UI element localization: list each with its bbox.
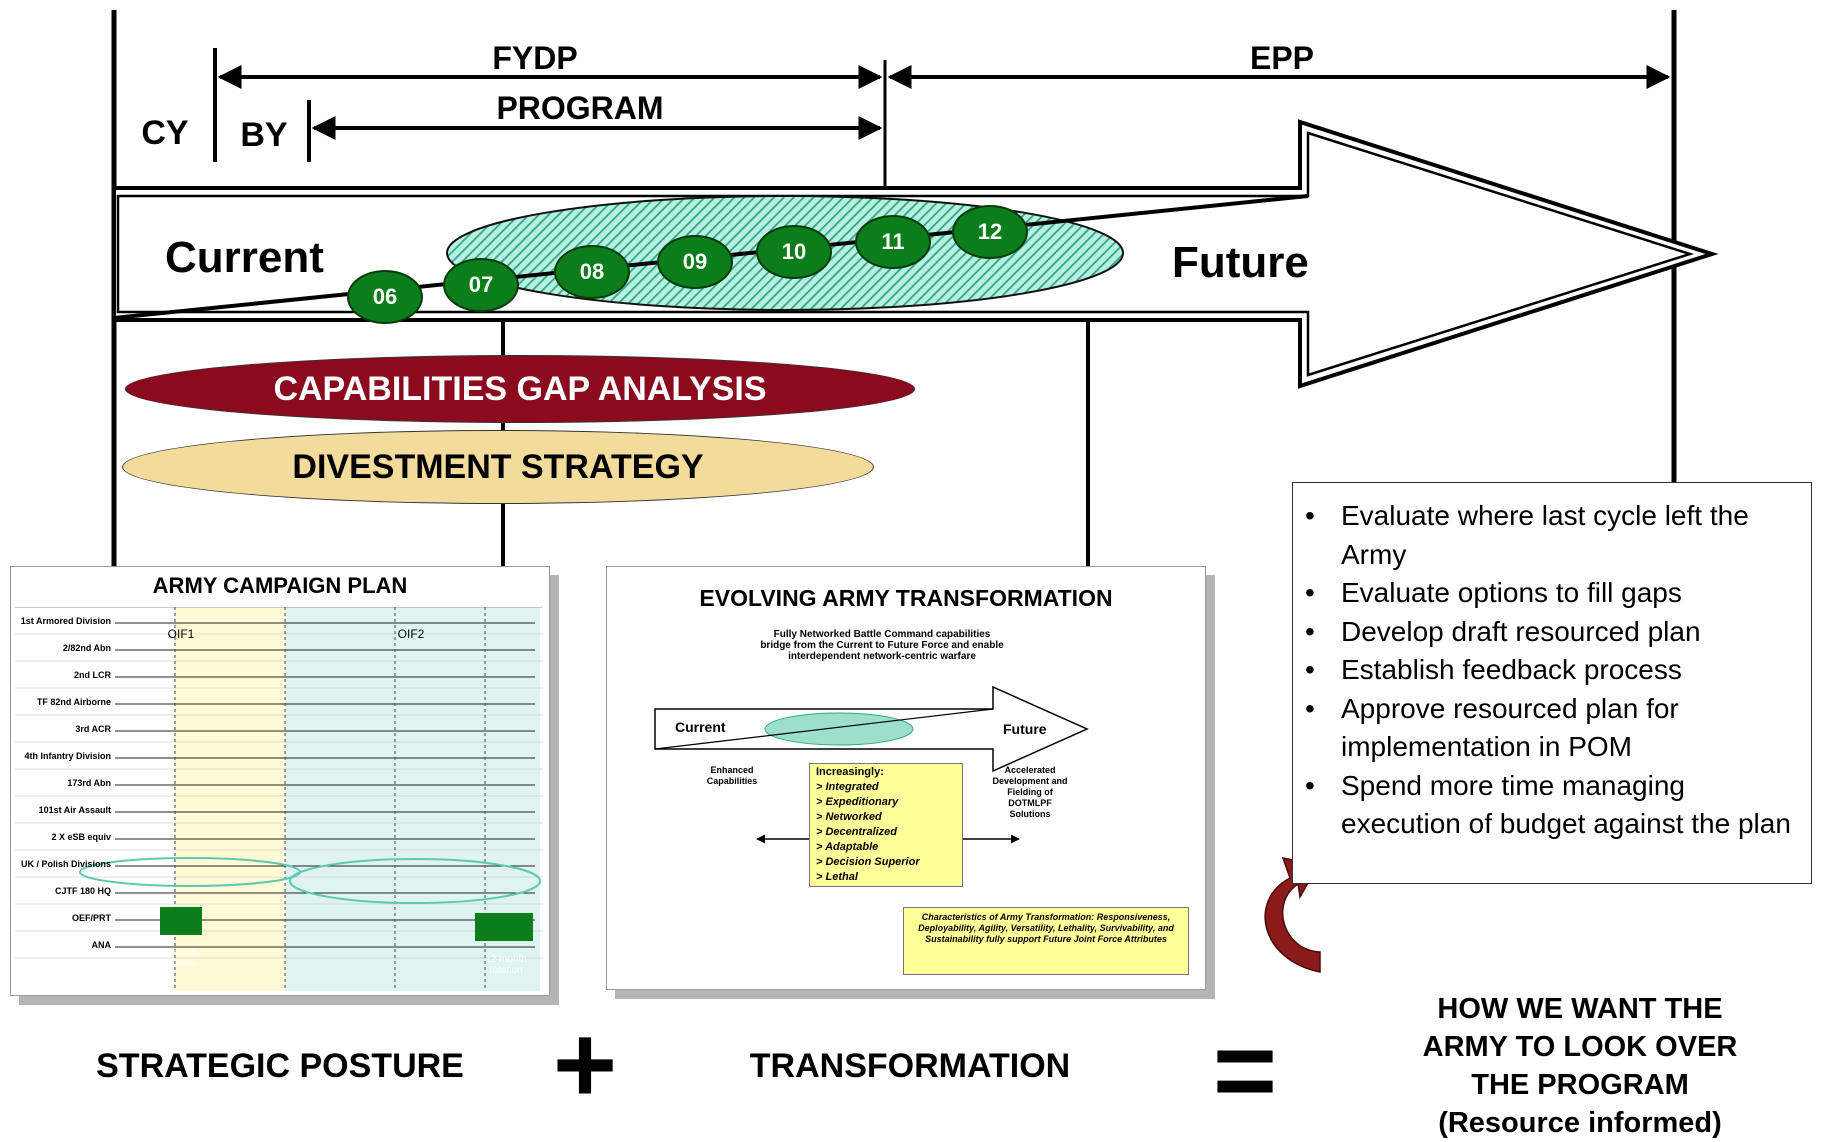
year-12-circle: 12 xyxy=(952,205,1028,259)
campaign-unit-label: 1st Armored Division xyxy=(20,616,111,626)
campaign-plan-chart xyxy=(15,607,543,991)
divestment-strategy-text: DIVESTMENT STRATEGY xyxy=(292,447,704,486)
epp-label: EPP xyxy=(1249,40,1315,76)
campaign-unit-label: 2nd LCR xyxy=(74,670,111,680)
campaign-unit-label: TF 82nd Airborne xyxy=(36,697,111,707)
by-label: BY xyxy=(240,116,288,154)
army-campaign-plan-panel: ARMY CAMPAIGN PLAN OIF1 OIF2 9 month rot… xyxy=(10,566,550,996)
campaign-unit-label: 4th Infantry Division xyxy=(24,751,111,761)
year-09-circle: 09 xyxy=(657,235,733,289)
campaign-unit-label: OEF/PRT xyxy=(71,913,111,923)
nine-month-rotation-label: 9 month rotation xyxy=(165,947,199,968)
campaign-unit-label: 2/82nd Abn xyxy=(62,643,111,653)
turn-arrow-icon xyxy=(1264,857,1321,973)
transformation-future-label: Future xyxy=(1003,721,1047,737)
bullet-item: Spend more time managing execution of bu… xyxy=(1305,767,1811,844)
campaign-unit-label: ANA xyxy=(91,940,112,950)
program-label: PROGRAM xyxy=(496,90,664,126)
capabilities-gap-analysis-text: CAPABILITIES GAP ANALYSIS xyxy=(273,369,767,408)
campaign-unit-label: 2 X eSB equiv xyxy=(51,832,111,842)
bullet-item: Evaluate options to fill gaps xyxy=(1305,574,1811,613)
bullet-item: Evaluate where last cycle left the Army xyxy=(1305,497,1811,574)
campaign-unit-label: 101st Air Assault xyxy=(38,805,111,815)
characteristics-box: Characteristics of Army Transformation: … xyxy=(903,907,1189,975)
transformation-title: EVOLVING ARMY TRANSFORMATION xyxy=(699,585,1113,611)
campaign-unit-label: 3rd ACR xyxy=(75,724,111,734)
year-07-circle: 07 xyxy=(443,258,519,312)
trait-item: > Decision Superior xyxy=(816,856,920,868)
campaign-plan-rows xyxy=(15,622,543,959)
action-bullets-box: Evaluate where last cycle left the Army … xyxy=(1292,482,1812,884)
result-line: THE PROGRAM xyxy=(1471,1069,1689,1101)
bullet-item: Develop draft resourced plan xyxy=(1305,613,1811,652)
bullet-item: Approve resourced plan for implementatio… xyxy=(1305,690,1811,767)
transformation-label: TRANSFORMATION xyxy=(749,1047,1071,1085)
trait-item: > Integrated xyxy=(816,781,879,793)
trait-list: > Integrated > Expeditionary > Networked > … xyxy=(816,780,920,885)
result-line: (Resource informed) xyxy=(1438,1107,1722,1139)
transformation-intro: Fully Networked Battle Command capabilit… xyxy=(760,629,1004,662)
year-10-circle: 10 xyxy=(756,225,832,279)
campaign-unit-label: CJTF 180 HQ xyxy=(54,886,111,896)
trait-item: > Networked xyxy=(816,811,882,823)
bullet-item: Establish feedback process xyxy=(1305,651,1811,690)
transformation-panel: EVOLVING ARMY TRANSFORMATION Fully Netwo… xyxy=(606,566,1206,990)
year-08-circle: 08 xyxy=(554,245,630,299)
increasingly-label: Increasingly: xyxy=(816,766,884,778)
fydp-label: FYDP xyxy=(492,40,578,76)
equals-sign: = xyxy=(1212,1009,1278,1132)
result-line: ARMY TO LOOK OVER xyxy=(1422,1031,1738,1063)
action-bullets-list: Evaluate where last cycle left the Army … xyxy=(1293,497,1811,844)
enhanced-capabilities-label: Enhanced Capabilities xyxy=(706,765,758,786)
trait-item: > Decentralized xyxy=(816,826,898,838)
transformation-current-label: Current xyxy=(675,719,726,735)
trait-item: > Expeditionary xyxy=(816,796,899,808)
current-label: Current xyxy=(165,233,324,282)
campaign-plan-title: ARMY CAMPAIGN PLAN xyxy=(152,573,408,598)
year-11-circle: 11 xyxy=(855,215,931,269)
characteristics-text: Characteristics of Army Transformation: … xyxy=(918,912,1174,944)
trait-item: > Lethal xyxy=(816,871,858,883)
strategic-posture-label: STRATEGIC POSTURE xyxy=(96,1047,464,1085)
year-06-circle: 06 xyxy=(347,270,423,324)
result-label: HOW WE WANT THE ARMY TO LOOK OVER THE PR… xyxy=(1370,990,1790,1142)
oif1-label: OIF1 xyxy=(167,627,195,641)
trait-item: > Adaptable xyxy=(816,841,879,853)
campaign-unit-label: 173rd Abn xyxy=(67,778,111,788)
capabilities-gap-analysis-oval: CAPABILITIES GAP ANALYSIS xyxy=(125,355,915,423)
plus-sign: + xyxy=(552,1003,618,1126)
increasingly-box: Increasingly: > Integrated > Expeditionar… xyxy=(809,763,963,887)
twelve-month-rotation-label: 12 month rotation xyxy=(485,954,527,976)
oif2-label: OIF2 xyxy=(397,627,425,641)
result-line: HOW WE WANT THE xyxy=(1437,993,1723,1025)
divestment-strategy-oval: DIVESTMENT STRATEGY xyxy=(122,430,874,504)
cy-label: CY xyxy=(141,114,189,152)
future-label: Future xyxy=(1172,238,1309,287)
campaign-unit-label: UK / Polish Divisions xyxy=(20,859,111,869)
accelerated-development-label: Accelerated Development and Fielding of … xyxy=(992,765,1068,819)
